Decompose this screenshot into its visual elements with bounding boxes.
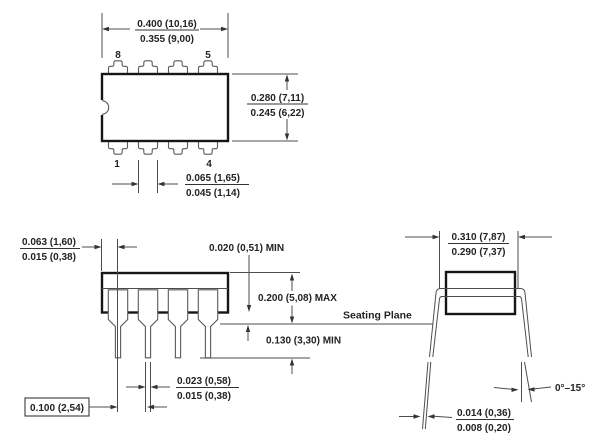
bottom-pin-1: [107, 141, 129, 155]
arrowhead-down: [289, 316, 295, 324]
arrowhead-up: [289, 358, 295, 366]
dim-text-max: 0.310 (7,87): [452, 232, 506, 243]
dim-text: 0.200 (5,08) MAX: [258, 293, 337, 304]
dim-text-max: 0.023 (0,58): [177, 376, 231, 387]
right-leg-upper: [520, 288, 532, 358]
arrowhead-left: [150, 384, 158, 390]
dim-lead-angle: 0°–15°: [493, 383, 585, 394]
left-leg-lower: [422, 361, 429, 430]
dim-text: 0.020 (0,51) MIN: [209, 243, 284, 254]
side-view: 0.310 (7,87) 0.290 (7,37) 0°–15° 0.014 (…: [399, 231, 585, 434]
dim-text-max: 0.400 (10,16): [137, 19, 197, 30]
arrowhead-left: [117, 244, 125, 250]
arrowhead-up: [284, 74, 290, 82]
dim-lead-width: 0.023 (0,58) 0.015 (0,38): [126, 362, 239, 412]
arrowhead-left: [518, 234, 525, 240]
dim-text-max: 0.065 (1,65): [186, 173, 240, 184]
dim-text-max: 0.063 (1,60): [22, 237, 76, 248]
arrowhead-down: [284, 133, 290, 141]
dim-text-min: 0.015 (0,38): [177, 391, 231, 402]
seating-plane-label: Seating Plane: [343, 310, 412, 322]
arrowhead-left: [527, 387, 535, 392]
arrowhead-up: [289, 273, 295, 281]
top-view: 8 5 1 4 0.400 (10,16) 0.355 (9,00) 0.280…: [100, 13, 308, 199]
dim-text-min: 0.008 (0,20): [457, 423, 511, 434]
arrowhead-right: [138, 384, 146, 390]
pin-label-5: 5: [205, 50, 211, 61]
front-view: Seating Plane 0.063 (1,60) 0.015 (0,38) …: [20, 237, 433, 417]
dim-row-spacing: 0.310 (7,87) 0.290 (7,37): [405, 231, 552, 289]
bottom-pin-3: [167, 141, 189, 155]
left-leg-upper: [429, 288, 441, 358]
arrowhead-left: [427, 414, 435, 419]
dim-lead-length: 0.130 (3,30) MIN: [266, 336, 341, 374]
dim-text-max: 0.014 (0,36): [457, 408, 511, 419]
dim-text-max: 0.280 (7,11): [251, 93, 304, 104]
front-lead-4: [197, 289, 219, 359]
top-pin-5: [197, 60, 219, 74]
arrowhead-left: [157, 181, 165, 187]
arrowhead-right: [94, 244, 102, 250]
top-pin-8: [107, 60, 129, 74]
arrowhead-right: [131, 181, 139, 187]
right-leg-upper-inner: [519, 296, 529, 358]
left-leg-lower-inner: [424, 361, 432, 430]
dim-body-width: 0.280 (7,11) 0.245 (6,22): [232, 73, 308, 142]
arrowhead-left: [147, 404, 154, 410]
left-leg-upper-inner: [432, 296, 442, 358]
right-leg-lower: [524, 361, 532, 403]
arrowhead-right: [110, 404, 118, 410]
arrowhead-up: [245, 325, 251, 332]
arrowhead-right: [432, 234, 440, 240]
bottom-pin-2: [137, 141, 159, 155]
arrowhead-right: [511, 387, 519, 392]
arrowhead-left: [102, 26, 109, 32]
side-view-body: [444, 270, 517, 316]
front-lead-2: [137, 289, 159, 359]
dim-text-min: 0.290 (7,37): [452, 247, 506, 258]
pin-label-1: 1: [114, 159, 120, 170]
dim-lead-thickness: 0.014 (0,36) 0.008 (0,20): [399, 408, 514, 434]
dim-text-min: 0.015 (0,38): [22, 252, 76, 263]
top-view-body: [100, 72, 230, 143]
arrowhead-right: [413, 414, 421, 419]
pin-label-8: 8: [115, 50, 121, 61]
dim-overall-width: 0.400 (10,16) 0.355 (9,00): [101, 13, 229, 58]
dim-text: 0°–15°: [555, 383, 585, 394]
dim-lead-edge: 0.063 (1,60) 0.015 (0,38): [20, 237, 137, 412]
dim-text-min: 0.245 (6,22): [251, 108, 305, 119]
dim-shaft: [532, 386, 552, 390]
dim-text-min: 0.045 (1,14): [186, 188, 240, 199]
dim-shoulder-width: 0.065 (1,65) 0.045 (1,14): [112, 160, 249, 199]
dim-body-height: 0.200 (5,08) MAX: [230, 272, 337, 324]
bottom-pin-4: [197, 141, 219, 155]
front-lead-3: [167, 289, 189, 359]
dim-text: 0.130 (3,30) MIN: [266, 336, 341, 347]
top-pin-6: [167, 60, 189, 74]
arrowhead-down: [246, 305, 252, 312]
top-pin-7: [137, 60, 159, 74]
pin-label-4: 4: [206, 159, 212, 170]
dim-text-min: 0.355 (9,00): [140, 34, 194, 45]
arrowhead-right: [221, 26, 228, 32]
dim-pitch: 0.100 (2,54): [24, 397, 167, 417]
dim-shaft: [433, 415, 453, 418]
index-notch: [101, 100, 110, 115]
dim-standoff: 0.020 (0,51) MIN: [209, 243, 284, 341]
dim-text: 0.100 (2,54): [30, 403, 84, 414]
dim-shaft: [493, 387, 514, 390]
